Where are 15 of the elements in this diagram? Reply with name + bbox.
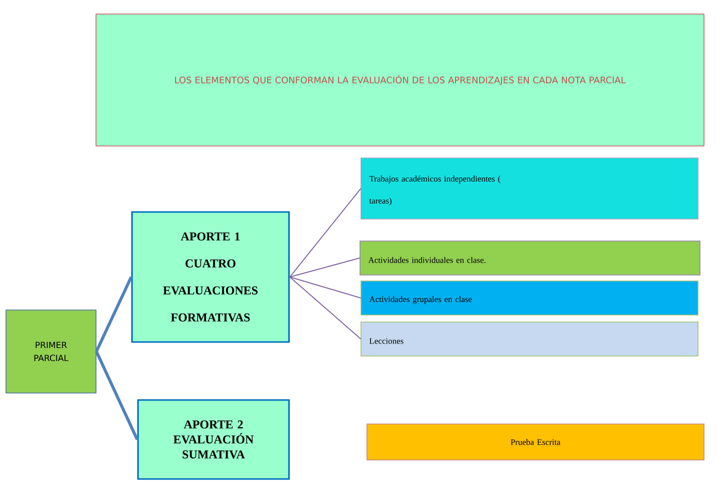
connector-line	[95, 350, 139, 440]
item-box: Actividades individuales en clase.	[360, 240, 700, 276]
connector-line	[289, 276, 362, 298]
heading-box: LOS ELEMENTOS QUE CONFORMAN LA EVALUACIÓN DE LOS APRENDIZAJES EN CADA NOTA PARCIAL	[96, 14, 704, 146]
connector-line	[95, 276, 133, 352]
item-box: Actividades grupales en clase	[360, 280, 698, 316]
connector-line	[289, 188, 362, 278]
connector-line	[289, 258, 360, 278]
process-box: APORTE 2 EVALUACIÓN SUMATIVA	[137, 399, 290, 480]
item-box: Trabajos académicos independientes ( tareas)	[360, 158, 698, 220]
process-box: PRIMER PARCIAL	[6, 310, 96, 394]
item-box: Prueba Escrita	[366, 424, 704, 460]
item-box: Lecciones	[360, 322, 698, 356]
process-box: APORTE 1 CUATRO EVALUACIONES FORMATIVAS	[131, 211, 290, 343]
connector-line	[289, 276, 362, 340]
